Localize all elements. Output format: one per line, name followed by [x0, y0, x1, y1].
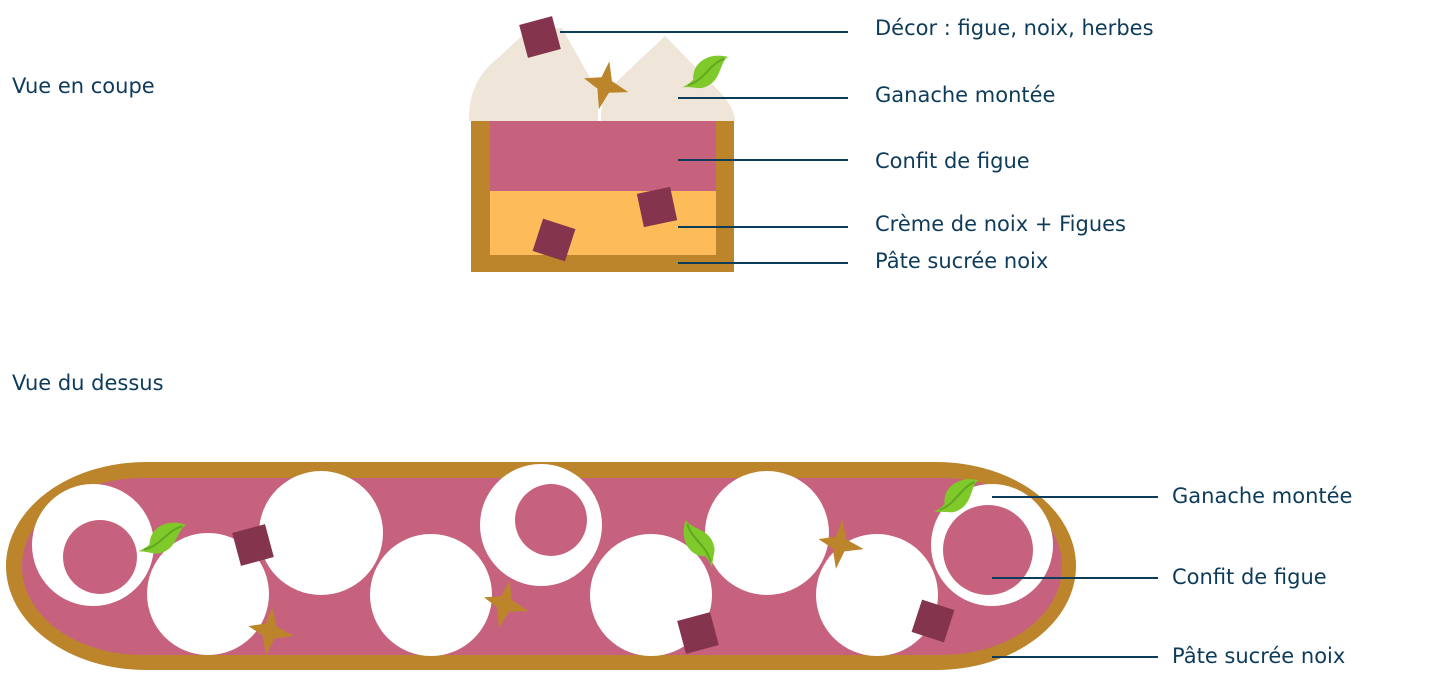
ganache-dollop: [370, 534, 492, 656]
herb-leaf-icon: [934, 479, 979, 513]
top-label-2: Pâte sucrée noix: [1172, 644, 1345, 668]
herb-leaf-icon: [682, 55, 728, 89]
ganache-dollop: [705, 471, 829, 595]
fig-confit-layer: [490, 121, 716, 191]
fig-cube-icon: [911, 599, 955, 643]
ganache-right-dome: [601, 36, 735, 121]
ganache-dollop: [259, 471, 383, 595]
top-label-1: Confit de figue: [1172, 565, 1327, 589]
walnut-star-icon: [818, 520, 864, 569]
ganache-left-dome: [469, 28, 598, 121]
cross-section-cake: [469, 28, 735, 272]
fig-cube-icon: [532, 218, 576, 262]
walnut-star-icon: [584, 61, 629, 110]
fig-cube-icon: [636, 186, 678, 228]
fig-confit-center: [943, 505, 1033, 595]
cross-label-4: Pâte sucrée noix: [875, 249, 1048, 273]
fig-cube-icon: [519, 16, 561, 58]
herb-leaf-icon: [683, 519, 715, 568]
title-cross-section: Vue en coupe: [12, 74, 155, 98]
ganache-dollop: [147, 533, 269, 655]
cross-label-0: Décor : figue, noix, herbes: [875, 16, 1154, 40]
cross-label-1: Ganache montée: [875, 83, 1055, 107]
walnut-star-icon: [484, 580, 529, 629]
title-top-view: Vue du dessus: [12, 371, 164, 395]
fig-cube-icon: [677, 612, 719, 654]
fig-confit-center: [63, 520, 137, 594]
ganache-dollop: [816, 534, 938, 656]
walnut-star-icon: [248, 607, 294, 656]
cross-label-2: Confit de figue: [875, 149, 1030, 173]
fig-confit-center: [515, 484, 587, 556]
fig-cube-icon: [232, 524, 274, 566]
top-label-0: Ganache montée: [1172, 484, 1352, 508]
cross-label-3: Crème de noix + Figues: [875, 212, 1126, 236]
herb-leaf-icon: [138, 522, 187, 554]
walnut-cream-layer: [490, 191, 716, 255]
